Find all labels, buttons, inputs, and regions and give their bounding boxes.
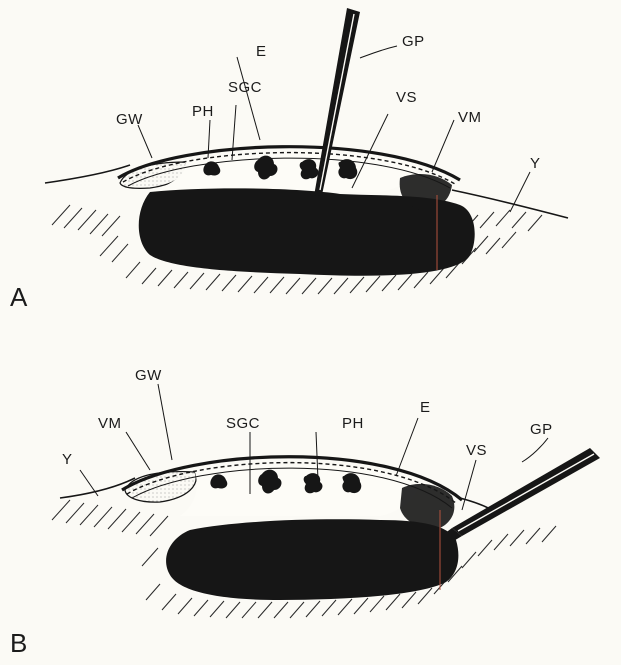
- label-vm-b: VM: [98, 415, 122, 432]
- label-e-a: E: [256, 43, 267, 60]
- label-vs-b: VS: [466, 442, 487, 459]
- germ-wall-b: [125, 472, 196, 503]
- panel-label-b: B: [10, 628, 28, 658]
- panel-a: GP E SGC GW PH VS VM Y A: [10, 8, 568, 312]
- label-gw-b: GW: [135, 367, 162, 384]
- label-y-a: Y: [530, 155, 541, 172]
- label-ph-a: PH: [192, 103, 214, 120]
- label-gp-b: GP: [530, 421, 553, 438]
- label-gp-a: GP: [402, 33, 425, 50]
- label-vm-a: VM: [458, 109, 482, 126]
- label-e-b: E: [420, 399, 431, 416]
- glass-pipette-b: [444, 448, 600, 542]
- panel-b: GW SGC VM PH E GP Y VS B: [10, 367, 600, 658]
- label-y-b: Y: [62, 451, 73, 468]
- label-sgc-a: SGC: [228, 79, 262, 96]
- panel-label-a: A: [10, 282, 28, 312]
- label-sgc-b: SGC: [226, 415, 260, 432]
- label-ph-b: PH: [342, 415, 364, 432]
- dye-mass-b: [166, 519, 458, 600]
- label-gw-a: GW: [116, 111, 143, 128]
- label-vs-a: VS: [396, 89, 417, 106]
